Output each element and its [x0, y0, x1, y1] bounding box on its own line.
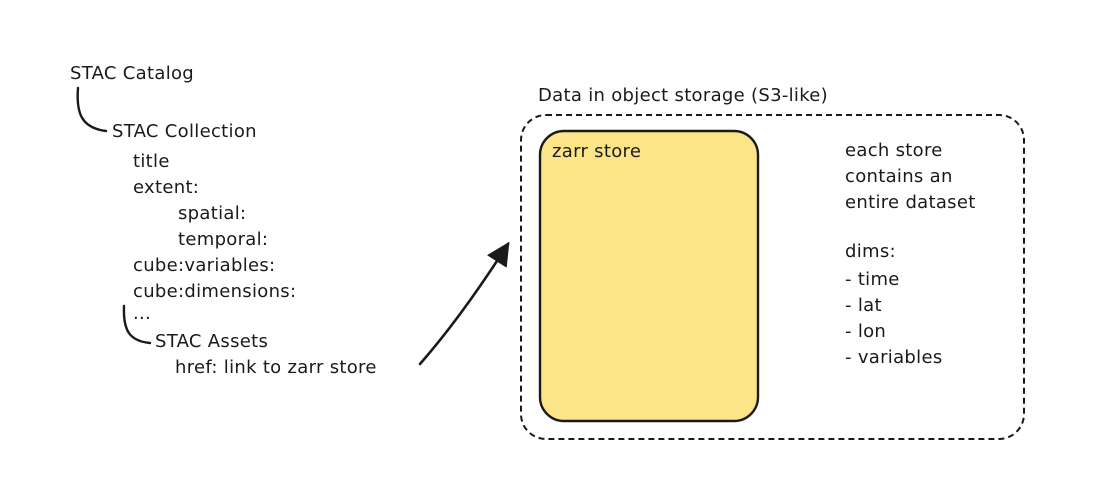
collection-field-ellipsis: ... — [133, 303, 152, 324]
store-description: each store contains an entire dataset — [845, 140, 976, 213]
tree-connector-catalog-collection — [76, 86, 108, 133]
dims-heading: dims: — [845, 241, 896, 262]
zarr-store-box — [538, 129, 760, 423]
zarr-store-rect — [538, 129, 760, 423]
object-storage-box — [520, 114, 1025, 440]
collection-field-extent: extent: — [133, 177, 200, 198]
stac-catalog-label: STAC Catalog — [70, 63, 195, 84]
object-storage-title: Data in object storage (S3-like) — [538, 85, 828, 106]
collection-field-title: title — [133, 151, 170, 172]
dim-item-lat: - lat — [845, 295, 882, 316]
collection-field-temporal: temporal: — [178, 229, 269, 250]
asset-href-label: href: link to zarr store — [175, 357, 377, 378]
collection-field-spatial: spatial: — [178, 203, 247, 224]
dim-item-variables: - variables — [845, 347, 943, 368]
zarr-store-label: zarr store — [552, 141, 642, 162]
stac-collection-label: STAC Collection — [112, 121, 257, 142]
stac-assets-label: STAC Assets — [155, 331, 269, 352]
dim-item-lon: - lon — [845, 321, 887, 342]
href-to-zarr-arrow — [418, 241, 510, 366]
dim-item-time: - time — [845, 269, 900, 290]
collection-field-cube-variables: cube:variables: — [133, 255, 276, 276]
collection-field-cube-dimensions: cube:dimensions: — [133, 281, 297, 302]
